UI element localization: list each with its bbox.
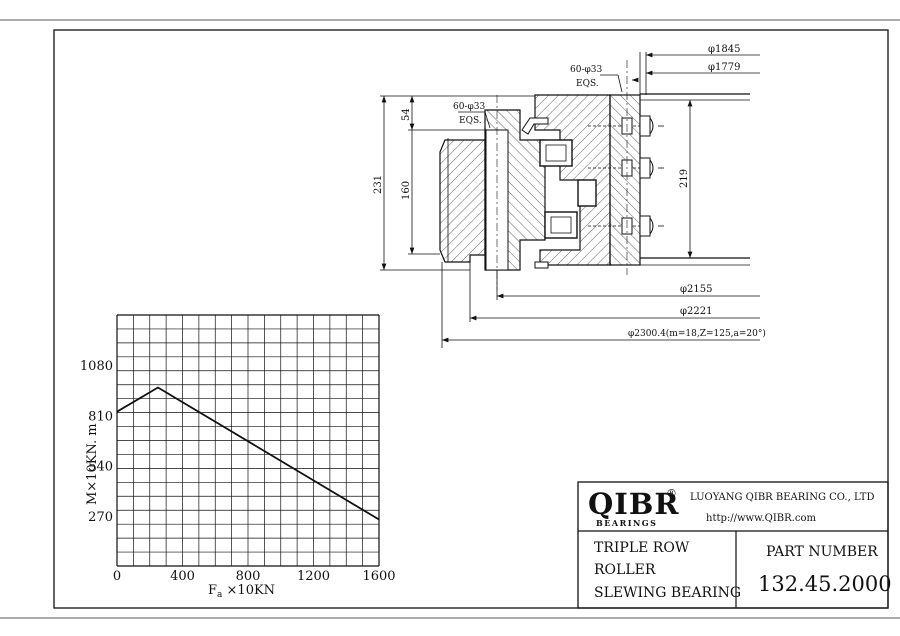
chart-xtick-label: 400: [170, 569, 195, 584]
dim-holes-top-eqs: EQS.: [576, 79, 599, 89]
mounting-flange: [609, 94, 641, 266]
roller-upper-inner: [545, 144, 567, 162]
company-name: LUOYANG QIBR BEARING CO., LTD: [690, 492, 874, 503]
logo-subtitle: BEARINGS: [596, 518, 657, 528]
roller-upper: [539, 139, 573, 167]
registered-mark: ®: [666, 487, 677, 500]
qibr-logo: QIBR: [588, 487, 679, 521]
dim-h160: 160: [401, 181, 412, 200]
bearing-cross-section: [439, 60, 750, 290]
chart-xlabel: Fa ×10KN: [208, 583, 275, 600]
dimension-lines: [380, 52, 760, 348]
roller-lower-inner: [550, 216, 572, 234]
chart-xlabel-sub: a: [217, 590, 223, 600]
dim-h231: 231: [373, 175, 384, 194]
chart-xtick-label: 1200: [297, 569, 330, 584]
chart-xlabel-rest: ×10KN: [222, 583, 275, 598]
roller-middle: [577, 179, 597, 207]
chart-ytick-label: 810: [88, 409, 113, 424]
chart-tick-labels: 0 400 800 1200 1600 270 540 810 1080: [80, 359, 396, 584]
product-line-2: ROLLER: [594, 562, 656, 578]
dim-d1845: φ1845: [708, 44, 740, 55]
dim-gear: φ2300.4(m=18,Z=125,a=20°): [628, 328, 766, 339]
title-block-frame: [577, 481, 889, 609]
title-block: QIBR ® BEARINGS LUOYANG QIBR BEARING CO.…: [577, 481, 892, 609]
gear-teeth: [439, 139, 486, 263]
company-website: http://www.QIBR.com: [706, 513, 816, 524]
dim-h54: 54: [401, 108, 412, 121]
dim-h219: 219: [679, 169, 690, 188]
roller-lower: [544, 211, 578, 239]
drawing-frame: [53, 29, 889, 609]
seal-bottom: [534, 261, 549, 269]
chart-marks: [116, 386, 380, 521]
chart-ytick-label: 1080: [80, 359, 113, 374]
chart-xtick-label: 1600: [362, 569, 395, 584]
dim-d2155: φ2155: [680, 284, 712, 295]
dim-holes-left-eqs: EQS.: [459, 116, 482, 126]
chart-xtick-label: 0: [113, 569, 121, 584]
part-number-label: PART NUMBER: [766, 544, 878, 560]
dim-holes-left: 60-φ33: [453, 102, 486, 112]
seal-top: [521, 117, 549, 135]
part-number-value: 132.45.2000: [758, 572, 892, 596]
chart-ytick-label: 540: [88, 460, 113, 475]
chart-ylabel: M×10KN. m: [85, 423, 100, 505]
chart-xtick-label: 800: [236, 569, 261, 584]
load-capacity-chart: 0 400 800 1200 1600 270 540 810 1080 M×10KN. m F…: [80, 314, 396, 600]
dim-d1779: φ1779: [708, 62, 740, 73]
dimension-labels: φ1845 φ1779 60-φ33 EQS. 60-φ33 EQS. 54 2…: [373, 44, 766, 339]
product-line-1: TRIPLE ROW: [594, 540, 690, 556]
product-line-3: SLEWING BEARING: [594, 585, 741, 601]
dim-d2221: φ2221: [680, 306, 712, 317]
dim-holes-top: 60-φ33: [570, 65, 603, 75]
chart-ytick-label: 270: [88, 510, 113, 525]
chart-xlabel-main: F: [208, 583, 217, 598]
chart-grid: [116, 314, 380, 567]
